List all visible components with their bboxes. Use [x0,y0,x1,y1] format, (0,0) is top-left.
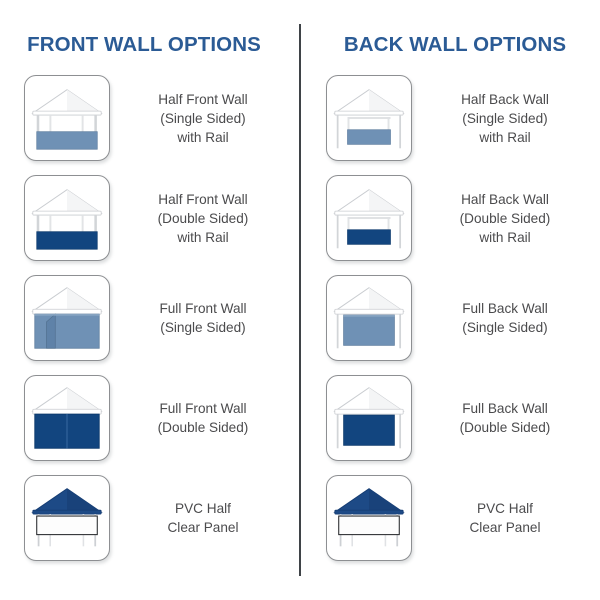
tent-pvc-half-clear-panel-front-icon[interactable] [24,475,110,561]
tent-full-front-wall-single-sided-icon[interactable] [24,275,110,361]
label-line: with Rail [479,129,531,145]
option-row[interactable]: PVC Half Clear Panel [0,468,300,568]
column-back-wall: BACK WALL OPTIONS [300,0,600,600]
label-line: (Double Sided) [157,210,249,226]
option-label: Full Front Wall (Single Sided) [110,299,290,337]
label-line: with Rail [177,229,229,245]
tent-half-front-wall-single-sided-icon[interactable] [24,75,110,161]
back-wall-option-list: Half Back Wall (Single Sided) with Rail [300,68,600,568]
label-line: with Rail [479,229,531,245]
label-line: (Single Sided) [160,110,246,126]
label-line: (Double Sided) [459,210,551,226]
column-divider [299,24,301,576]
label-line: Full Back Wall [462,301,548,316]
label-line: Clear Panel [167,520,239,535]
option-label: Half Front Wall (Double Sided) with Rail [110,190,290,247]
label-line: Full Front Wall [159,301,247,316]
tent-full-back-wall-double-sided-icon[interactable] [326,375,412,461]
label-line: (Single Sided) [160,320,246,335]
label-line: (Double Sided) [459,420,551,435]
front-wall-option-list: Half Front Wall (Single Sided) with Rail [0,68,300,568]
option-label: PVC Half Clear Panel [412,499,592,537]
option-row[interactable]: Half Front Wall (Double Sided) with Rail [0,168,300,268]
tent-full-back-wall-single-sided-icon[interactable] [326,275,412,361]
tent-half-back-wall-double-sided-icon[interactable] [326,175,412,261]
option-row[interactable]: Half Back Wall (Double Sided) with Rail [300,168,600,268]
option-row[interactable]: Full Back Wall (Double Sided) [300,368,600,468]
label-line: (Double Sided) [157,420,249,435]
option-label: Half Back Wall (Double Sided) with Rail [412,190,592,247]
option-row[interactable]: PVC Half Clear Panel [300,468,600,568]
label-line: Half Front Wall [158,91,248,107]
option-row[interactable]: Half Front Wall (Single Sided) with Rail [0,68,300,168]
tent-full-front-wall-double-sided-icon[interactable] [24,375,110,461]
tent-pvc-half-clear-panel-back-icon[interactable] [326,475,412,561]
label-line: Half Back Wall [461,191,549,207]
label-line: Full Back Wall [462,401,548,416]
label-line: Half Back Wall [461,91,549,107]
tent-half-front-wall-double-sided-icon[interactable] [24,175,110,261]
option-row[interactable]: Full Front Wall (Single Sided) [0,268,300,368]
label-line: PVC Half [175,501,231,516]
label-line: (Single Sided) [462,320,548,335]
option-label: Full Back Wall (Single Sided) [412,299,592,337]
label-line: with Rail [177,129,229,145]
option-label: Half Back Wall (Single Sided) with Rail [412,90,592,147]
label-line: PVC Half [477,501,533,516]
label-line: Clear Panel [469,520,541,535]
option-row[interactable]: Full Back Wall (Single Sided) [300,268,600,368]
option-label: PVC Half Clear Panel [110,499,290,537]
column-front-wall: FRONT WALL OPTIONS [0,33,300,568]
option-row[interactable]: Half Back Wall (Single Sided) with Rail [300,68,600,168]
option-label: Full Back Wall (Double Sided) [412,399,592,437]
front-wall-title: FRONT WALL OPTIONS [27,33,261,56]
label-line: Full Front Wall [159,401,247,416]
label-line: (Single Sided) [462,110,548,126]
back-wall-title: BACK WALL OPTIONS [343,33,567,56]
option-row[interactable]: Full Front Wall (Double Sided) [0,368,300,468]
tent-half-back-wall-single-sided-icon[interactable] [326,75,412,161]
option-label: Full Front Wall (Double Sided) [110,399,290,437]
label-line: Half Front Wall [158,191,248,207]
option-label: Half Front Wall (Single Sided) with Rail [110,90,290,147]
